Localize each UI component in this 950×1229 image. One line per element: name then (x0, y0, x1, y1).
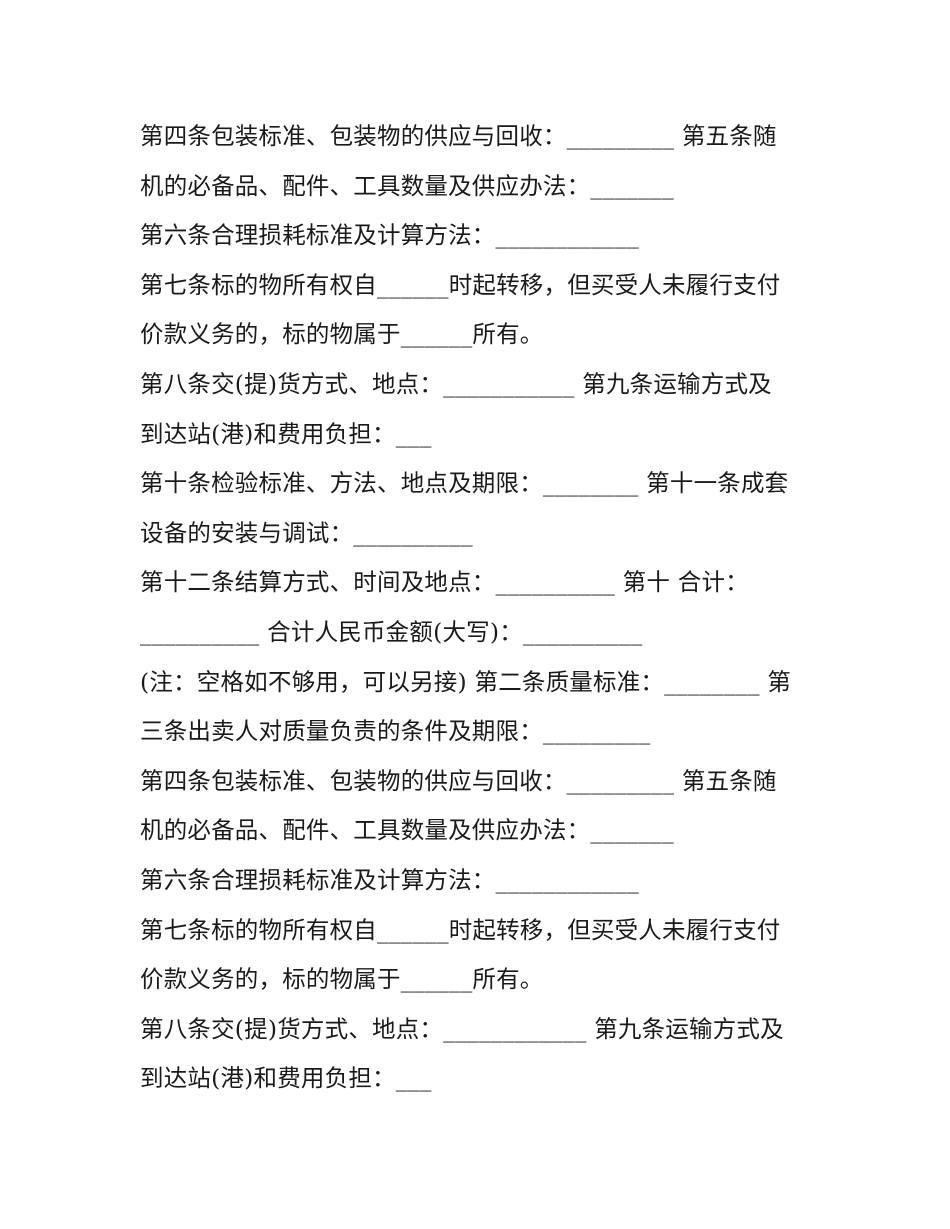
paragraph-line: 价款义务的，标的物属于______所有。 (140, 965, 544, 994)
paragraph-line: 第七条标的物所有权自______时起转移，但买受人未履行支付 (140, 915, 781, 944)
paragraph-line: (注：空格如不够用，可以另接) 第二条质量标准：________ 第 (140, 667, 792, 696)
paragraph-line: 到达站(港)和费用负担：___ (140, 1064, 432, 1093)
paragraph-line: 设备的安装与调试：__________ (140, 518, 473, 547)
paragraph-line: 第六条合理损耗标准及计算方法：____________ (140, 221, 639, 250)
paragraph-9: 第六条合理损耗标准及计算方法：____________ (140, 856, 812, 906)
paragraph-line: 第六条合理损耗标准及计算方法：____________ (140, 865, 639, 894)
paragraph-line: 第十条检验标准、方法、地点及期限：________ 第十一条成套 (140, 469, 789, 498)
paragraph-3: 第七条标的物所有权自______时起转移，但买受人未履行支付 价款义务的，标的物… (140, 261, 812, 360)
paragraph-line: 机的必备品、配件、工具数量及供应办法：_______ (140, 816, 674, 845)
paragraph-line: 三条出卖人对质量负责的条件及期限：_________ (140, 717, 651, 746)
paragraph-11: 第八条交(提)货方式、地点：____________ 第九条运输方式及 到达站(… (140, 1005, 812, 1104)
paragraph-7: (注：空格如不够用，可以另接) 第二条质量标准：________ 第 三条出卖人… (140, 658, 812, 757)
paragraph-line: 机的必备品、配件、工具数量及供应办法：_______ (140, 171, 674, 200)
document-body: 第四条包装标准、包装物的供应与回收：_________ 第五条随 机的必备品、配… (140, 112, 812, 1104)
paragraph-line: 第四条包装标准、包装物的供应与回收：_________ 第五条随 (140, 122, 777, 150)
paragraph-line: 价款义务的，标的物属于______所有。 (140, 320, 544, 349)
paragraph-8: 第四条包装标准、包装物的供应与回收：_________ 第五条随 机的必备品、配… (140, 757, 812, 856)
paragraph-6: 第十二条结算方式、时间及地点：__________ 第十 合计： _______… (140, 558, 812, 657)
paragraph-4: 第八条交(提)货方式、地点：___________ 第九条运输方式及 到达站(港… (140, 360, 812, 459)
paragraph-10: 第七条标的物所有权自______时起转移，但买受人未履行支付 价款义务的，标的物… (140, 906, 812, 1005)
paragraph-line: 第七条标的物所有权自______时起转移，但买受人未履行支付 (140, 270, 781, 299)
paragraph-5: 第十条检验标准、方法、地点及期限：________ 第十一条成套 设备的安装与调… (140, 459, 812, 558)
paragraph-2: 第六条合理损耗标准及计算方法：____________ (140, 211, 812, 261)
paragraph-line: 第四条包装标准、包装物的供应与回收：_________ 第五条随 (140, 766, 777, 795)
paragraph-line: 第八条交(提)货方式、地点：___________ 第九条运输方式及 (140, 369, 772, 398)
paragraph-line: 第十二条结算方式、时间及地点：__________ 第十 合计： (140, 568, 749, 597)
paragraph-line: 第八条交(提)货方式、地点：____________ 第九条运输方式及 (140, 1014, 784, 1043)
paragraph-line: 到达站(港)和费用负担：___ (140, 419, 432, 448)
paragraph-1: 第四条包装标准、包装物的供应与回收：_________ 第五条随 机的必备品、配… (140, 112, 812, 211)
paragraph-line: __________ 合计人民币金额(大写)：__________ (140, 617, 643, 646)
